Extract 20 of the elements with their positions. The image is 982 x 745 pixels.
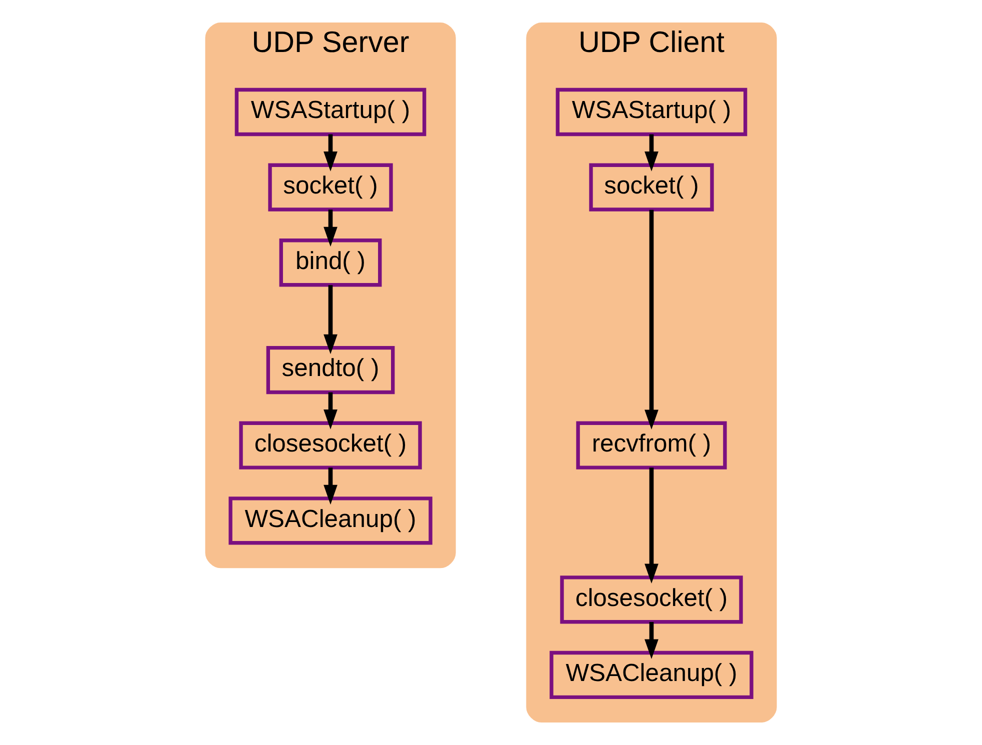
arrow xyxy=(644,468,658,584)
node-box: recvfrom( ) xyxy=(576,421,727,470)
arrow xyxy=(324,134,338,172)
node-box: bind( ) xyxy=(279,238,382,287)
node-box: socket( ) xyxy=(589,163,714,212)
arrow xyxy=(324,210,338,247)
node-box: WSACleanup( ) xyxy=(228,496,432,545)
arrow xyxy=(644,210,658,430)
arrow xyxy=(324,392,338,430)
node-box: closesocket( ) xyxy=(560,576,743,624)
arrow xyxy=(644,622,658,659)
node-box: socket( ) xyxy=(268,163,393,212)
node-box: WSAStartup( ) xyxy=(234,88,426,136)
node-box: WSAStartup( ) xyxy=(556,88,748,136)
arrow xyxy=(324,285,338,354)
arrow xyxy=(324,468,338,505)
node-box: sendto( ) xyxy=(266,346,395,394)
node-box: WSACleanup( ) xyxy=(550,650,754,700)
arrow xyxy=(644,134,658,172)
node-box: closesocket( ) xyxy=(239,421,422,470)
